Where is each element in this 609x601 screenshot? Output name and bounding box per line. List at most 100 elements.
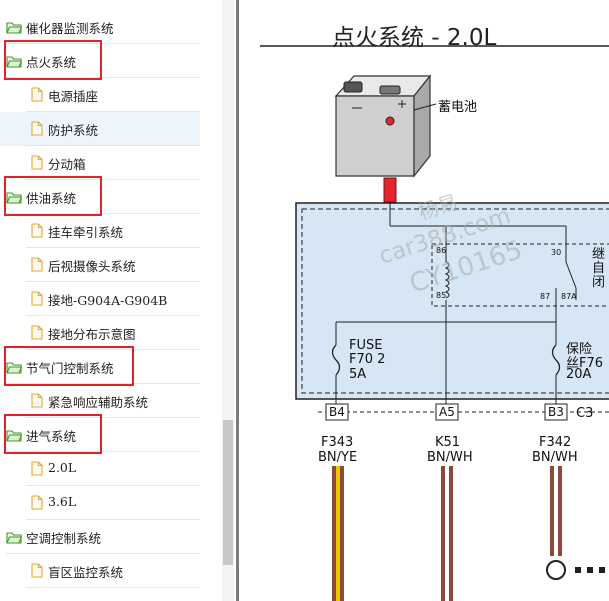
sidebar-item[interactable]: 接地-G904A-G904B — [0, 282, 200, 316]
sidebar-item[interactable]: 盲区监控系统 — [0, 554, 200, 588]
folder-open-icon — [6, 359, 23, 378]
wire-k51 — [441, 466, 453, 601]
annotation-highlight-box — [4, 414, 102, 454]
battery-label: 蓄电池 — [438, 100, 478, 115]
sidebar-item-label: 电源插座 — [48, 89, 99, 104]
sidebar-item-label: 盲区监控系统 — [48, 565, 124, 580]
row-divider — [6, 43, 200, 44]
sidebar-item[interactable]: 接地分布示意图 — [0, 316, 200, 350]
folder-open-icon — [6, 53, 23, 72]
pin-b4-label: B4 — [329, 405, 345, 419]
annotation-highlight-box — [4, 346, 134, 386]
row-divider — [6, 451, 200, 452]
relay-pin-87a: 87A — [561, 292, 577, 301]
document-icon — [31, 563, 43, 582]
battery-icon — [334, 74, 432, 178]
splice-icon — [546, 560, 566, 580]
row-divider — [26, 145, 200, 146]
annotation-highlight-box — [4, 176, 102, 216]
sidebar-item[interactable]: 挂车牵引系统 — [0, 214, 200, 248]
wire-k51-color: BN/WH — [427, 450, 473, 465]
relay-label-3: 闭 — [592, 275, 606, 290]
sidebar-item-label: 催化器监测系统 — [26, 21, 114, 36]
sidebar-item[interactable]: 后视摄像头系统 — [0, 248, 200, 282]
diagram-title: 点火系统 - 2.0L — [332, 25, 497, 51]
sidebar-item-label: 点火系统 — [26, 55, 77, 70]
row-divider — [26, 417, 200, 418]
sidebar-item-label: 分动箱 — [48, 157, 86, 172]
sidebar-item-label: 后视摄像头系统 — [48, 259, 136, 274]
wire-f342 — [550, 466, 562, 556]
sidebar-item[interactable]: 供油系统 — [0, 180, 200, 214]
folder-open-icon — [6, 529, 23, 548]
folder-open-icon — [6, 427, 23, 446]
document-icon — [31, 325, 43, 344]
fuse-f76-label-2: 丝F76 — [566, 356, 604, 371]
fuse-f76-icon — [551, 344, 561, 376]
document-icon — [31, 257, 43, 276]
document-icon — [31, 155, 43, 174]
row-divider — [26, 519, 200, 520]
connector-pin-b3 — [544, 403, 568, 421]
sidebar-item[interactable]: 空调控制系统 — [0, 520, 200, 554]
wire-k51-circuit: K51 — [435, 435, 461, 450]
wire-f342-circuit: F342 — [539, 435, 572, 450]
pin-b3-label: B3 — [548, 405, 564, 419]
sidebar-item-label: 紧急响应辅助系统 — [48, 395, 149, 410]
wire-f343 — [332, 466, 344, 601]
sidebar-item[interactable]: 进气系统 — [0, 418, 200, 452]
sidebar-item[interactable]: 点火系统 — [0, 44, 200, 78]
pin-a5-label: A5 — [439, 405, 455, 419]
document-icon — [31, 495, 43, 514]
sidebar-item[interactable]: 节气门控制系统 — [0, 350, 200, 384]
wire-f343-circuit: F343 — [321, 435, 354, 450]
wire-f343-color: BN/YE — [318, 450, 358, 465]
relay-pin-86: 86 — [436, 246, 447, 255]
connector-pin-b4 — [325, 403, 349, 421]
relay-switch-icon — [555, 261, 577, 300]
sidebar-item-label: 3.6L — [48, 494, 77, 509]
document-icon — [31, 393, 43, 412]
document-icon — [31, 223, 43, 242]
sidebar-item-label: 节气门控制系统 — [26, 361, 114, 376]
row-divider — [6, 383, 200, 384]
row-divider — [26, 315, 200, 316]
sidebar-item[interactable]: 2.0L — [0, 452, 200, 486]
sidebar-tree: 催化器监测系统点火系统电源插座防护系统分动箱供油系统挂车牵引系统后视摄像头系统接… — [0, 0, 222, 601]
fuse-f76-label-3: 20A — [566, 367, 592, 382]
fuse-f70-label-2: F70 2 — [349, 352, 386, 367]
sidebar-item[interactable]: 电源插座 — [0, 78, 200, 112]
row-divider — [6, 213, 200, 214]
document-icon — [31, 461, 43, 480]
connector-name: C3 — [576, 406, 594, 421]
fuse-f70-label-3: 5A — [349, 367, 367, 382]
sidebar-item-label: 供油系统 — [26, 191, 77, 206]
sidebar-scrollbar-thumb[interactable] — [223, 420, 233, 565]
connector-pin-a5 — [435, 403, 459, 421]
document-icon — [31, 291, 43, 310]
continuation-dots-icon — [575, 567, 605, 573]
sidebar-item[interactable]: 分动箱 — [0, 146, 200, 180]
fuse-f70-label-1: FUSE — [349, 338, 383, 353]
row-divider — [6, 553, 200, 554]
annotation-highlight-box — [4, 40, 102, 80]
battery-cable — [383, 177, 397, 203]
pane-divider[interactable] — [236, 0, 239, 601]
fuse-box-inner-border — [301, 208, 609, 394]
folder-open-icon — [6, 19, 23, 38]
sidebar-item[interactable]: 防护系统 — [0, 112, 200, 146]
document-icon — [31, 87, 43, 106]
sidebar-item-label: 进气系统 — [26, 429, 77, 444]
wiring-diagram: 点火系统 - 2.0L 蓄电池 86 85 30 87 87A 继 自 闭 FU… — [240, 0, 609, 601]
row-divider — [26, 281, 200, 282]
sidebar-item-label: 空调控制系统 — [26, 531, 102, 546]
internal-wiring — [335, 203, 567, 404]
sidebar-item-label: 2.0L — [48, 460, 77, 475]
relay-pin-85: 85 — [436, 291, 447, 300]
sidebar-item-label: 挂车牵引系统 — [48, 225, 124, 240]
sidebar-item[interactable]: 催化器监测系统 — [0, 10, 200, 44]
sidebar-item[interactable]: 3.6L — [0, 486, 200, 520]
sidebar-item[interactable]: 紧急响应辅助系统 — [0, 384, 200, 418]
row-divider — [26, 485, 200, 486]
relay-box — [431, 243, 609, 307]
